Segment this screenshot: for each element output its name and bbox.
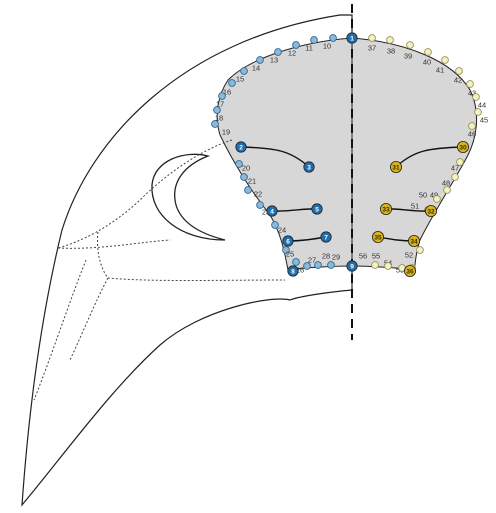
landmark-2-number: 2 xyxy=(239,144,243,151)
semilandmark-dot-42 xyxy=(456,68,463,75)
semilandmark-label-39: 39 xyxy=(404,52,412,61)
landmark-7-number: 7 xyxy=(324,234,328,241)
semilandmark-label-46: 46 xyxy=(468,130,476,139)
semilandmark-label-10: 10 xyxy=(323,42,331,51)
landmark-9-number: 9 xyxy=(350,263,354,270)
semilandmark-label-19: 19 xyxy=(222,128,230,137)
landmark-32-number: 32 xyxy=(427,208,435,215)
semilandmark-label-12: 12 xyxy=(288,49,296,58)
semilandmark-label-20: 20 xyxy=(242,164,250,173)
landmark-5-number: 5 xyxy=(315,206,319,213)
semilandmark-label-15: 15 xyxy=(236,75,244,84)
semilandmark-label-48: 48 xyxy=(442,179,450,188)
semilandmark-label-56: 56 xyxy=(359,252,367,261)
semilandmark-label-25: 25 xyxy=(286,250,294,259)
semilandmark-dot-13 xyxy=(275,49,282,56)
semilandmark-label-29: 29 xyxy=(332,253,340,262)
semilandmark-label-37: 37 xyxy=(368,44,376,53)
semilandmark-dot-21 xyxy=(241,174,248,181)
landmark-4-number: 4 xyxy=(270,208,274,215)
semilandmark-dot-28 xyxy=(315,262,322,269)
semilandmark-dot-38 xyxy=(387,37,394,44)
semilandmark-label-44: 44 xyxy=(478,101,486,110)
semilandmark-dot-43 xyxy=(467,81,474,88)
landmark-31-number: 31 xyxy=(392,164,400,171)
semilandmark-dot-18 xyxy=(214,107,221,114)
landmark-1-number: 1 xyxy=(350,35,354,42)
semilandmark-label-41: 41 xyxy=(436,66,444,75)
semilandmark-dot-17 xyxy=(219,93,226,100)
semilandmark-label-21: 21 xyxy=(248,177,256,186)
semilandmark-dot-37 xyxy=(369,35,376,42)
semilandmark-label-11: 11 xyxy=(305,44,313,53)
semilandmark-label-38: 38 xyxy=(387,47,395,56)
semilandmark-dot-41 xyxy=(442,57,449,64)
semilandmark-label-28: 28 xyxy=(322,252,330,261)
semilandmark-dot-44 xyxy=(473,94,480,101)
semilandmark-dot-22 xyxy=(245,187,252,194)
semilandmark-dot-49 xyxy=(444,187,451,194)
semilandmark-dot-48 xyxy=(452,174,459,181)
semilandmark-dot-19 xyxy=(212,121,219,128)
semilandmark-dot-14 xyxy=(257,57,264,64)
landmark-36-number: 36 xyxy=(406,268,414,275)
semilandmark-label-13: 13 xyxy=(270,56,278,65)
semilandmark-dot-50 xyxy=(434,196,441,203)
semilandmark-dot-10 xyxy=(330,35,337,42)
semilandmark-label-52: 52 xyxy=(405,251,413,260)
semilandmark-label-50: 50 xyxy=(419,191,427,200)
landmark-35-number: 35 xyxy=(374,234,382,241)
landmark-6-number: 6 xyxy=(286,238,290,245)
semilandmark-dot-16 xyxy=(229,80,236,87)
semilandmark-label-55: 55 xyxy=(372,252,380,261)
semilandmark-dot-12 xyxy=(293,42,300,49)
semilandmark-dot-52 xyxy=(417,247,424,254)
semilandmark-label-51: 51 xyxy=(411,202,419,211)
semilandmark-dot-15 xyxy=(241,68,248,75)
semilandmark-dot-11 xyxy=(311,37,318,44)
semilandmark-dot-40 xyxy=(425,49,432,56)
semilandmark-label-42: 42 xyxy=(454,76,462,85)
semilandmark-dot-29 xyxy=(328,262,335,269)
semilandmark-label-14: 14 xyxy=(252,64,260,73)
landmark-34-number: 34 xyxy=(410,238,418,245)
landmark-30-number: 30 xyxy=(459,144,467,151)
semilandmark-dot-39 xyxy=(407,42,414,49)
semilandmark-dot-45 xyxy=(475,109,482,116)
semilandmark-dot-26 xyxy=(293,259,300,266)
semilandmark-dot-46 xyxy=(469,123,476,130)
semilandmark-dot-56 xyxy=(372,262,379,269)
landmark-8-number: 8 xyxy=(291,268,295,275)
semilandmark-label-40: 40 xyxy=(423,58,431,67)
landmark-33-number: 33 xyxy=(382,206,390,213)
semilandmark-label-22: 22 xyxy=(254,190,262,199)
semilandmark-label-45: 45 xyxy=(480,116,488,125)
semilandmark-label-24: 24 xyxy=(278,226,286,235)
semilandmark-dot-55 xyxy=(385,263,392,270)
semilandmark-label-47: 47 xyxy=(451,164,459,173)
landmark-3-number: 3 xyxy=(307,164,311,171)
